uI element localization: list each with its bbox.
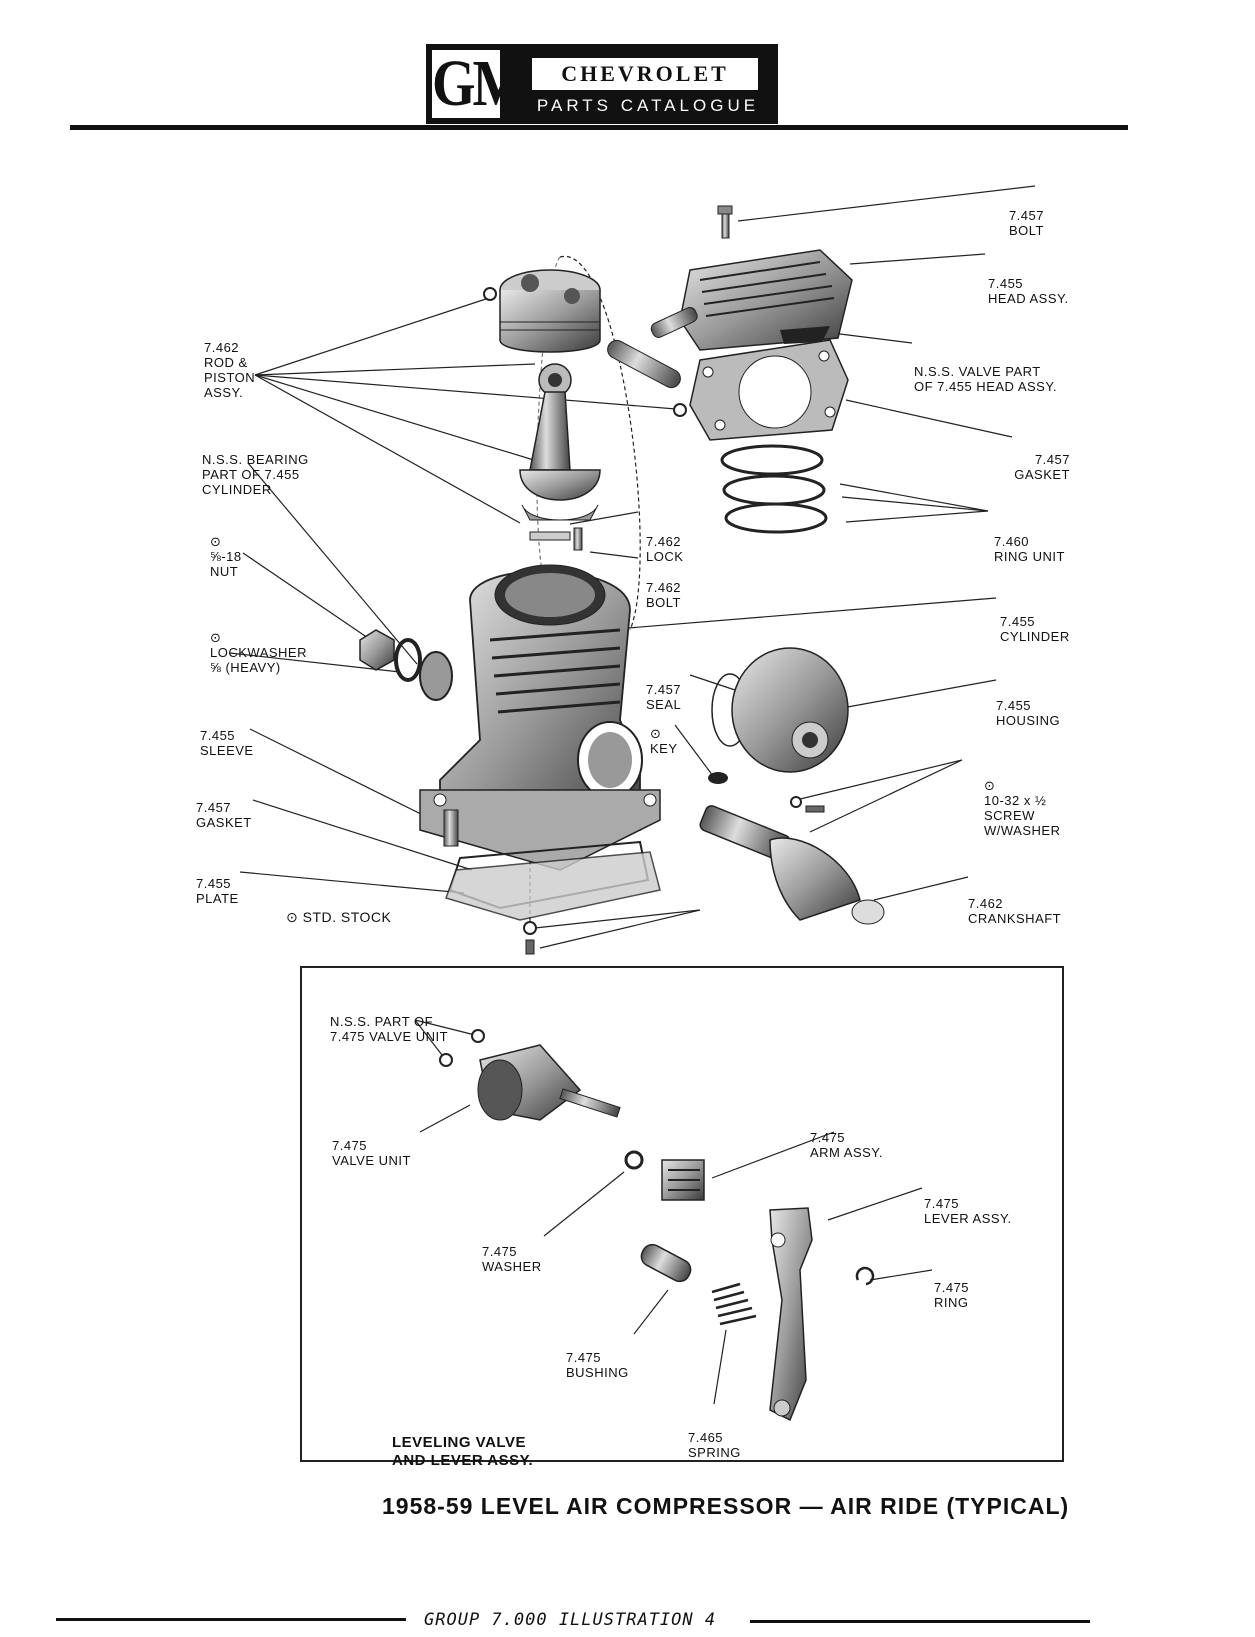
valve-unit-part bbox=[477, 1044, 621, 1121]
footer-rule-left bbox=[56, 1618, 406, 1621]
header-rule bbox=[70, 125, 1128, 130]
washer-part bbox=[624, 1150, 644, 1170]
housing-part bbox=[731, 647, 849, 773]
gm-logo: GM bbox=[426, 44, 525, 124]
wrist-pin-part bbox=[607, 339, 681, 389]
leveling-valve-inset bbox=[300, 966, 1064, 1462]
label-key: ⊙KEY bbox=[650, 726, 678, 756]
connecting-rod-part bbox=[519, 363, 601, 541]
figure-caption: 1958-59 LEVEL AIR COMPRESSOR — AIR RIDE … bbox=[382, 1493, 1070, 1519]
plate-part bbox=[445, 851, 661, 921]
lockwasher-part bbox=[394, 638, 422, 682]
sleeve-part bbox=[443, 809, 459, 847]
footer-reference: GROUP 7.000 ILLUSTRATION 4 bbox=[424, 1610, 717, 1630]
arm-assembly-part bbox=[661, 1159, 705, 1201]
piston-part bbox=[499, 269, 601, 353]
crankshaft-part bbox=[699, 805, 885, 925]
spring-part bbox=[711, 1282, 757, 1326]
ring-unit-part bbox=[720, 444, 828, 534]
nut-part bbox=[359, 629, 395, 671]
header-subtitle: PARTS CATALOGUE bbox=[536, 96, 760, 115]
lever-assembly-part bbox=[769, 1207, 813, 1422]
cylinder-part bbox=[419, 564, 661, 871]
head-assembly-part bbox=[650, 249, 853, 351]
brand-title: CHEVROLET bbox=[530, 56, 760, 92]
footer-rule-right bbox=[750, 1620, 1090, 1623]
ring-part bbox=[855, 1266, 875, 1286]
std-stock-note: ⊙ STD. STOCK bbox=[286, 909, 392, 925]
bushing-part bbox=[640, 1243, 692, 1283]
bolt-top-part bbox=[717, 205, 733, 239]
gasket-top-part bbox=[689, 339, 849, 441]
